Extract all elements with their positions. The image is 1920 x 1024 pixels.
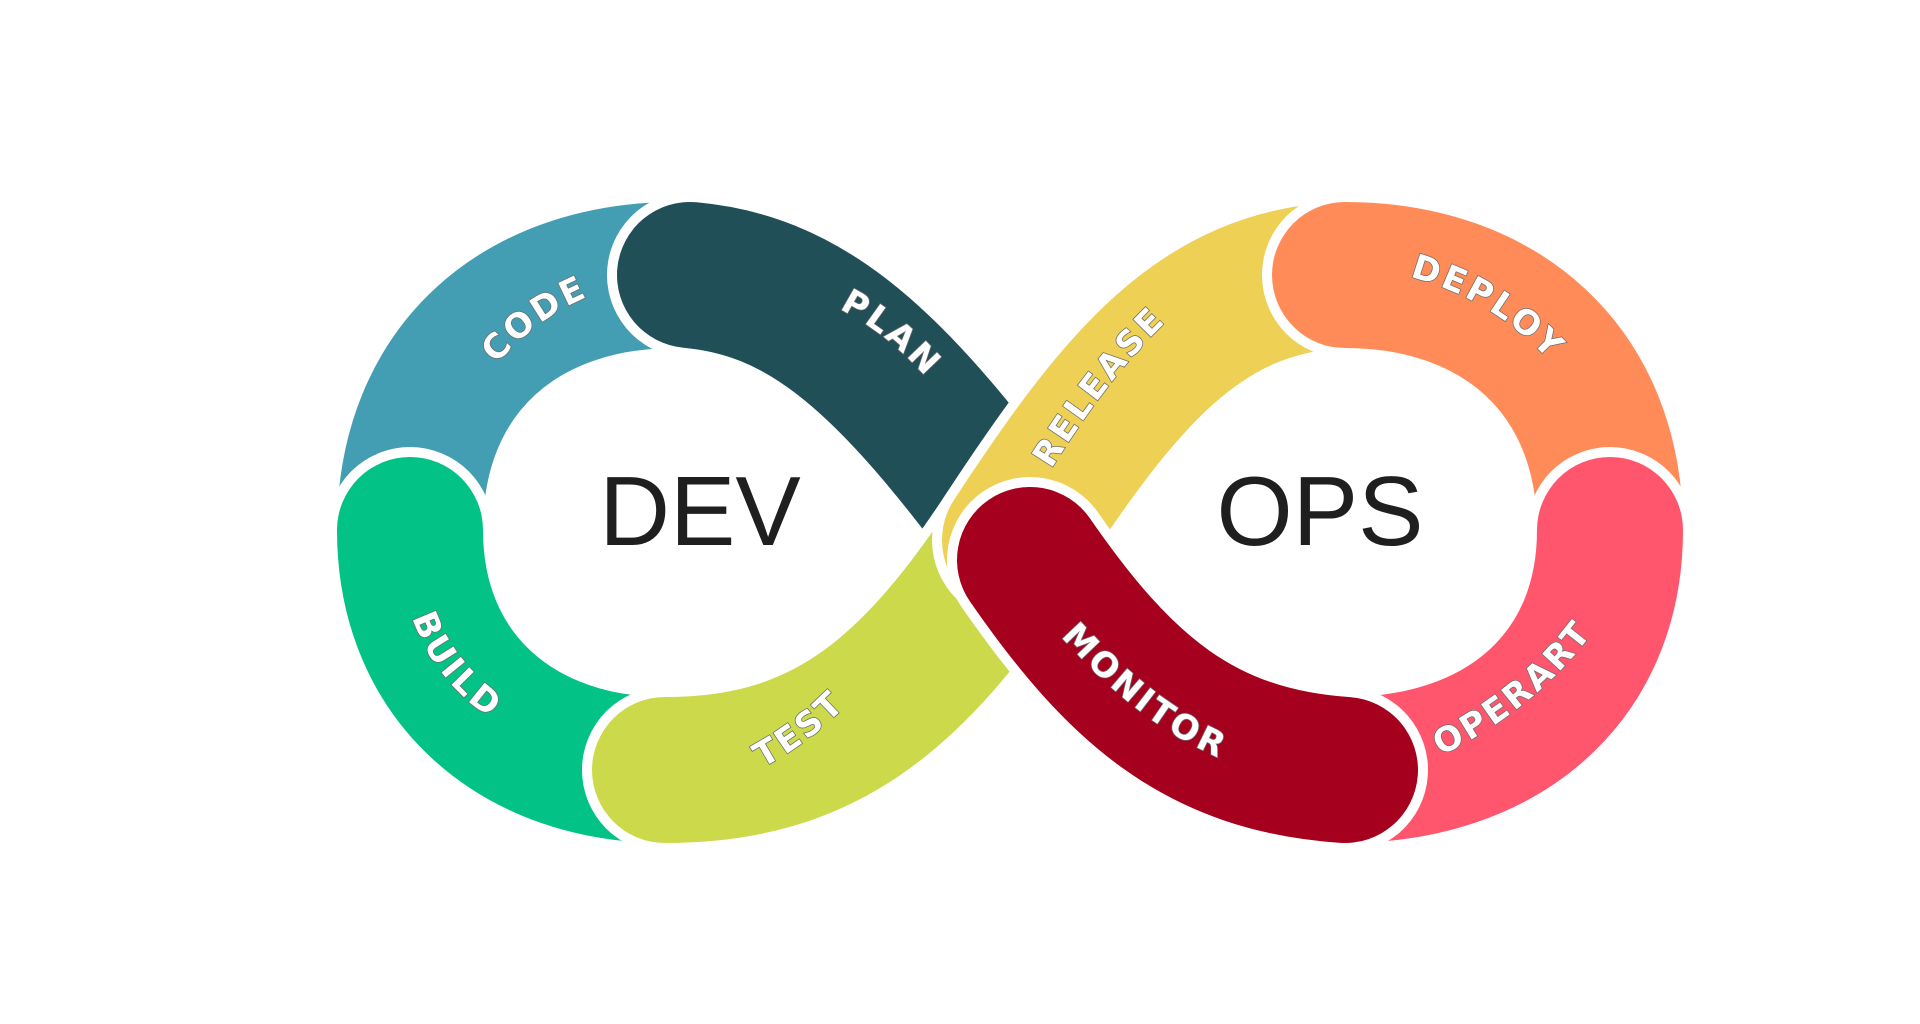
plan-band (617, 202, 1073, 583)
ops-title: OPS (1217, 456, 1424, 566)
band-layer (327, 191, 1693, 853)
dev-title: DEV (599, 456, 801, 566)
monitor-band (957, 487, 1418, 843)
